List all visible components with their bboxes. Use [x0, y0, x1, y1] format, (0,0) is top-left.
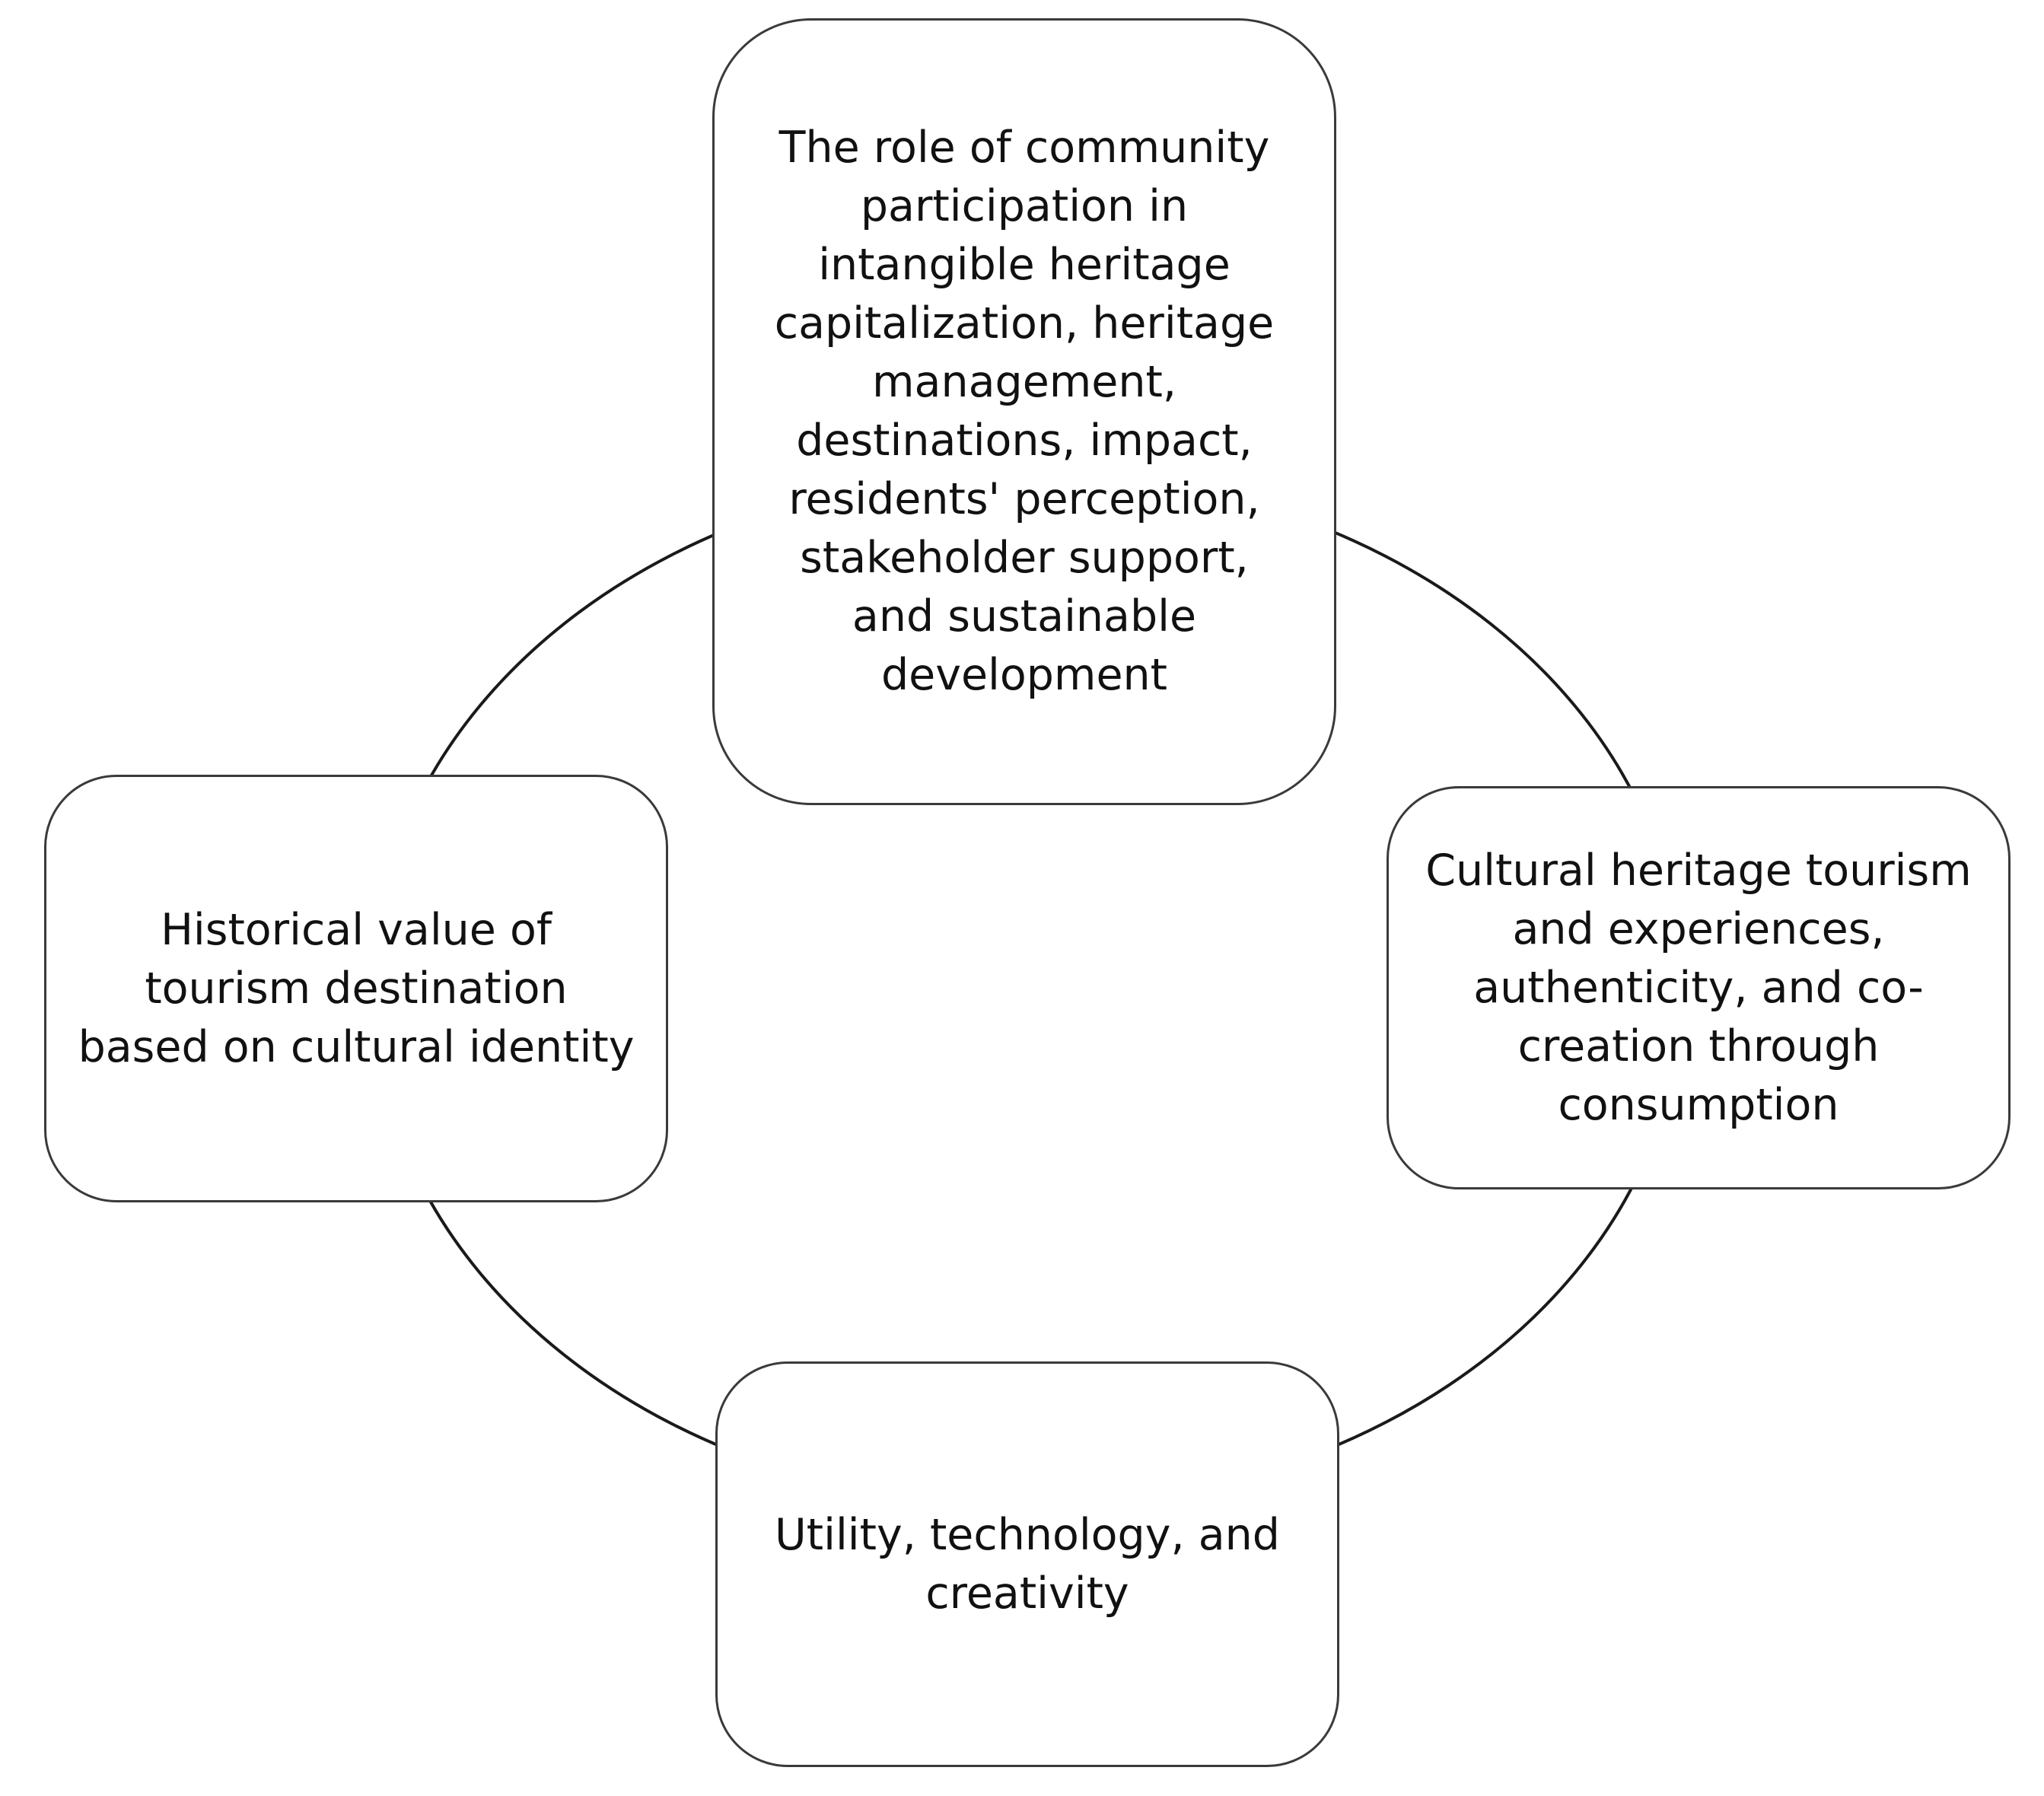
node-historical-value: Historical value of tourism destination … — [44, 775, 668, 1202]
node-community-participation-label: The role of community participation in i… — [774, 123, 1275, 700]
node-utility-technology-label: Utility, technology, and creativity — [775, 1509, 1280, 1619]
node-historical-value-label: Historical value of tourism destination … — [78, 904, 635, 1072]
node-community-participation: The role of community participation in i… — [712, 18, 1336, 805]
node-utility-technology: Utility, technology, and creativity — [715, 1361, 1339, 1767]
node-cultural-heritage-tourism-label: Cultural heritage tourism and experience… — [1425, 845, 1972, 1130]
node-cultural-heritage-tourism: Cultural heritage tourism and experience… — [1387, 786, 2011, 1189]
